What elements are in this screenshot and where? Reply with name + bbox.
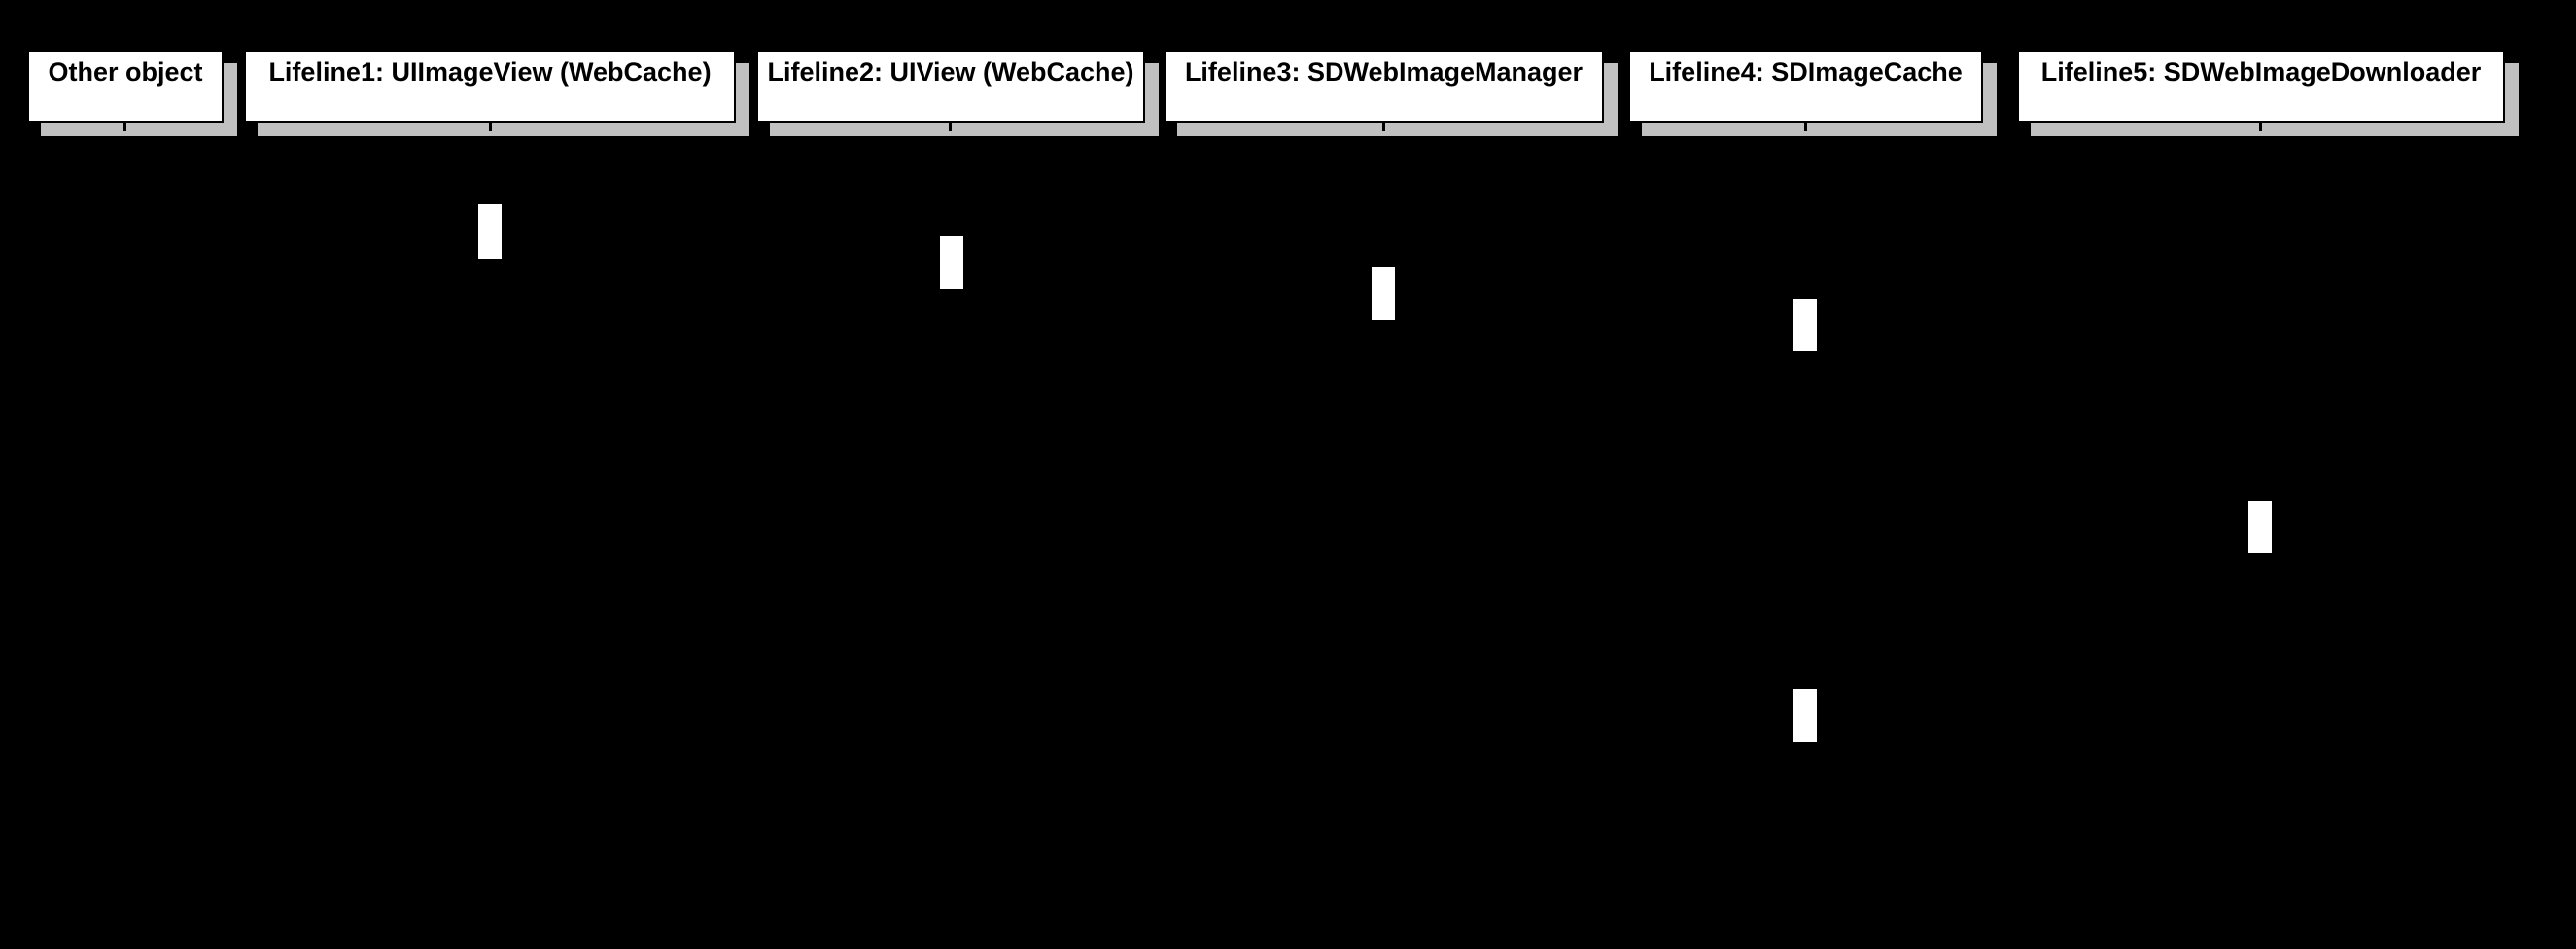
lifeline-head-sdimagecache: Lifeline4: SDImageCache [1628,50,1983,123]
activation-bar-3 [1372,267,1395,320]
activation-bar-6 [1793,689,1817,742]
lifeline-head-label: Lifeline3: SDWebImageManager [1184,57,1584,87]
lifeline-line-other-object [123,123,126,933]
lifeline-head-label: Lifeline4: SDImageCache [1649,57,1963,87]
lifeline-head-uiimageview: Lifeline1: UIImageView (WebCache) [244,50,736,123]
lifeline-head-label: Other object [48,57,203,87]
lifeline-line-sdimagecache [1804,123,1807,933]
activation-bar-4 [1793,299,1817,351]
lifeline-head-uiview: Lifeline2: UIView (WebCache) [756,50,1145,123]
lifeline-head-label: Lifeline1: UIImageView (WebCache) [268,57,712,87]
lifeline-head-label: Lifeline5: SDWebImageDownloader [2040,57,2482,87]
lifeline-line-uiview [949,123,952,933]
lifeline-head-other-object: Other object [27,50,224,123]
activation-bar-2 [940,236,963,289]
activation-bar-5 [2248,501,2272,553]
lifeline-line-sdwebimagemanager [1382,123,1385,933]
lifeline-head-sdwebimagemanager: Lifeline3: SDWebImageManager [1164,50,1604,123]
activation-bar-1 [478,204,502,259]
lifeline-head-sdwebimagedownloader: Lifeline5: SDWebImageDownloader [2017,50,2505,123]
lifeline-line-uiimageview [489,123,492,933]
lifeline-head-label: Lifeline2: UIView (WebCache) [767,57,1134,87]
